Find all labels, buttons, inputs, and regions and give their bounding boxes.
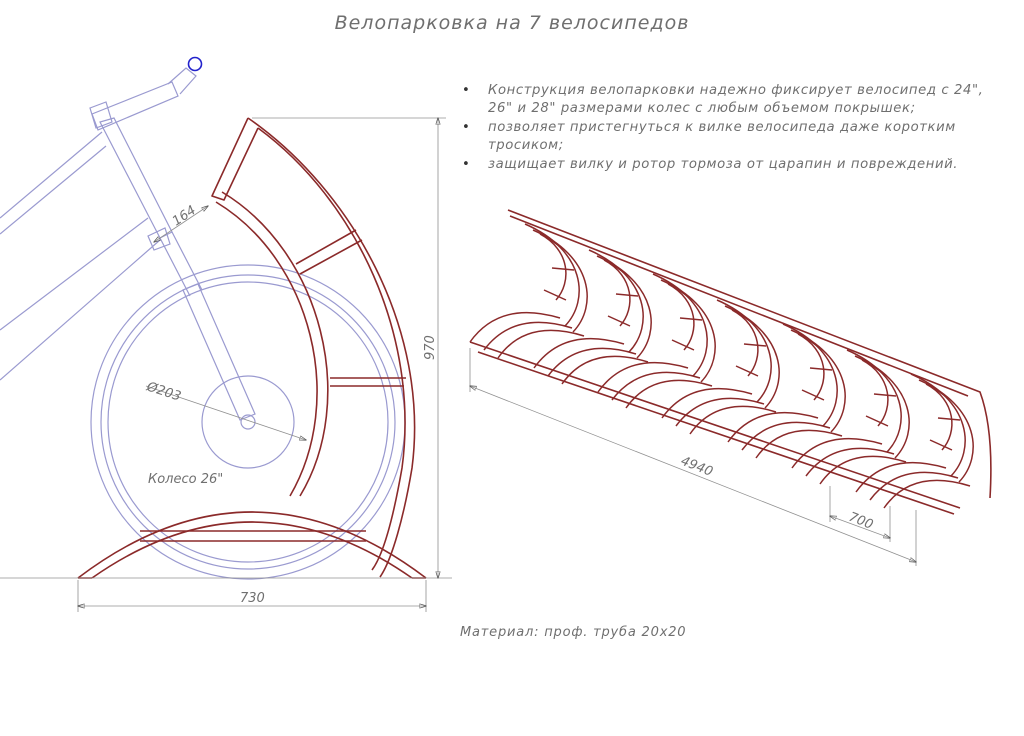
handlebar (167, 67, 197, 95)
base-arc-outer (77, 511, 427, 579)
feature-notes: • Конструкция велопарковки надежно фикси… (462, 82, 1007, 176)
wheel-label: Колесо 26" (148, 472, 223, 487)
bullet-icon: • (462, 120, 471, 135)
wheel-tire-inner (100, 274, 396, 570)
holder-rung (295, 229, 363, 275)
iso-dimensions (470, 348, 916, 566)
stem-clamp (89, 101, 113, 129)
stem (91, 81, 179, 131)
down-tube-lower (0, 239, 161, 381)
rack-slots (469, 223, 974, 509)
drawing-title: Велопарковка на 7 велосипедов (334, 12, 690, 34)
spacing-dimension-line (830, 516, 890, 538)
holder-rung (330, 377, 406, 387)
top-rail-inner (509, 215, 969, 397)
note-text: позволяет пристегнуться к вилке велосипе… (488, 120, 956, 153)
rack-slot (533, 249, 652, 385)
down-tube (0, 217, 149, 331)
bottom-rail-inner (477, 351, 955, 515)
note-item: • позволяет пристегнуться к вилке велоси… (462, 119, 1007, 154)
rotor-leader (145, 385, 306, 440)
rack-side-frame (77, 117, 427, 579)
holder-arc-inner-outer (221, 191, 329, 497)
wheel-tire-outer (90, 264, 406, 580)
gap-label: 164 (170, 203, 199, 229)
head-tube (99, 117, 173, 239)
rack-slot (661, 299, 780, 435)
length-dimension-line (470, 386, 916, 562)
spacing-label: 700 (847, 510, 876, 533)
top-tube (0, 131, 103, 219)
gap-dimension-line (154, 206, 208, 242)
bicycle-outline (0, 67, 406, 580)
top-tube-lower (0, 145, 107, 235)
width-label: 730 (240, 591, 265, 606)
base-arc-inner (91, 521, 413, 579)
wheel-hub (240, 414, 256, 430)
length-label: 4940 (679, 454, 715, 480)
note-text: защищает вилку и ротор тормоза от царапи… (488, 157, 959, 172)
material-note: Материал: проф. труба 20х20 (460, 625, 687, 640)
rack-slot (469, 223, 588, 359)
fork-crown (159, 237, 191, 297)
fork-leg (182, 283, 256, 421)
holder-arc-inner (215, 201, 318, 497)
rack-isometric (469, 209, 992, 515)
holder-arc-outer (247, 117, 416, 578)
holder-arc-outer-inner (257, 127, 406, 571)
wheel-rim (107, 281, 389, 563)
top-rail (507, 209, 992, 499)
rack-slot (791, 349, 910, 485)
side-dimensions (0, 118, 452, 612)
fork-crown-back (171, 231, 203, 291)
note-item: • защищает вилку и ротор тормоза от цара… (462, 156, 1007, 174)
rotor-label: Ø203 (144, 379, 183, 404)
brake-rotor (201, 375, 295, 469)
valve-icon (187, 56, 203, 72)
note-text: Конструкция велопарковки надежно фиксиру… (488, 83, 984, 116)
height-label: 970 (423, 335, 438, 360)
note-item: • Конструкция велопарковки надежно фикси… (462, 82, 1007, 117)
bullet-icon: • (462, 83, 471, 98)
holder-top-cap (211, 117, 259, 201)
bullet-icon: • (462, 157, 471, 172)
